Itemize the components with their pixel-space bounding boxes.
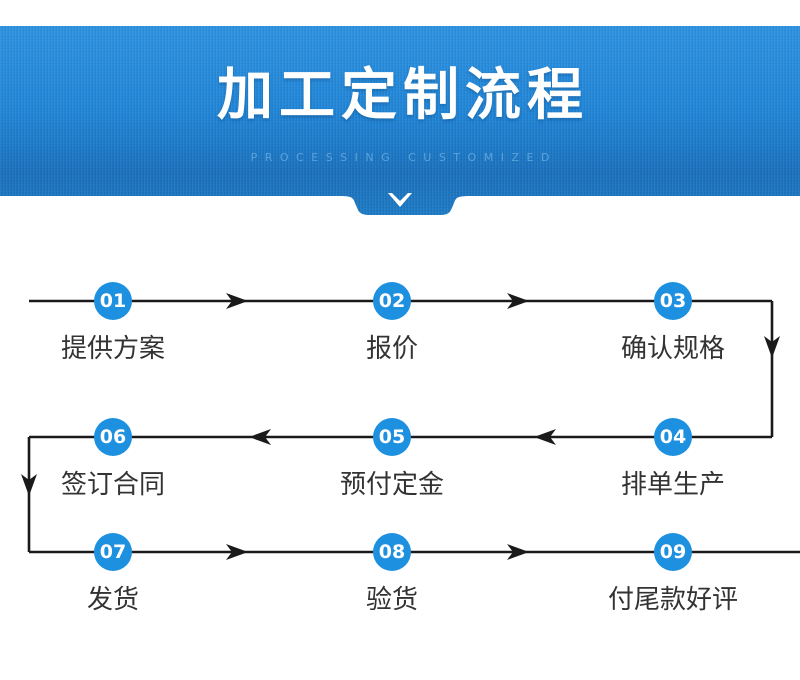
step-badge-07[interactable]: 07	[94, 533, 132, 571]
step-label-08: 验货	[365, 585, 418, 615]
process-flow-diagram: 01 提供方案 02 报价 03 确认规格 04 排单生产 05 预付定金 06…	[0, 240, 800, 680]
step-badge-08[interactable]: 08	[373, 533, 411, 571]
step-label-09: 付尾款好评	[607, 585, 738, 615]
step-label-02: 报价	[365, 334, 418, 364]
step-label-05: 预付定金	[339, 470, 444, 500]
step-badge-03[interactable]: 03	[654, 282, 692, 320]
page-subtitle: PROCESSING CUSTOMIZED	[250, 151, 557, 164]
step-badge-01[interactable]: 01	[94, 282, 132, 320]
chevron-down-icon	[388, 193, 412, 207]
step-label-03: 确认规格	[620, 334, 725, 364]
header-banner: 加工定制流程 PROCESSING CUSTOMIZED	[0, 0, 800, 240]
arrowheads	[21, 293, 780, 560]
step-label-04: 排单生产	[620, 470, 725, 500]
step-label-01: 提供方案	[60, 334, 165, 364]
step-badge-06[interactable]: 06	[94, 418, 132, 456]
page-title: 加工定制流程	[217, 63, 589, 128]
step-badge-05[interactable]: 05	[373, 418, 411, 456]
step-badge-04[interactable]: 04	[654, 418, 692, 456]
step-badge-02[interactable]: 02	[373, 282, 411, 320]
banner-background	[0, 26, 800, 215]
step-label-07: 发货	[86, 585, 139, 615]
step-label-06: 签订合同	[60, 470, 165, 500]
step-badge-09[interactable]: 09	[654, 533, 692, 571]
